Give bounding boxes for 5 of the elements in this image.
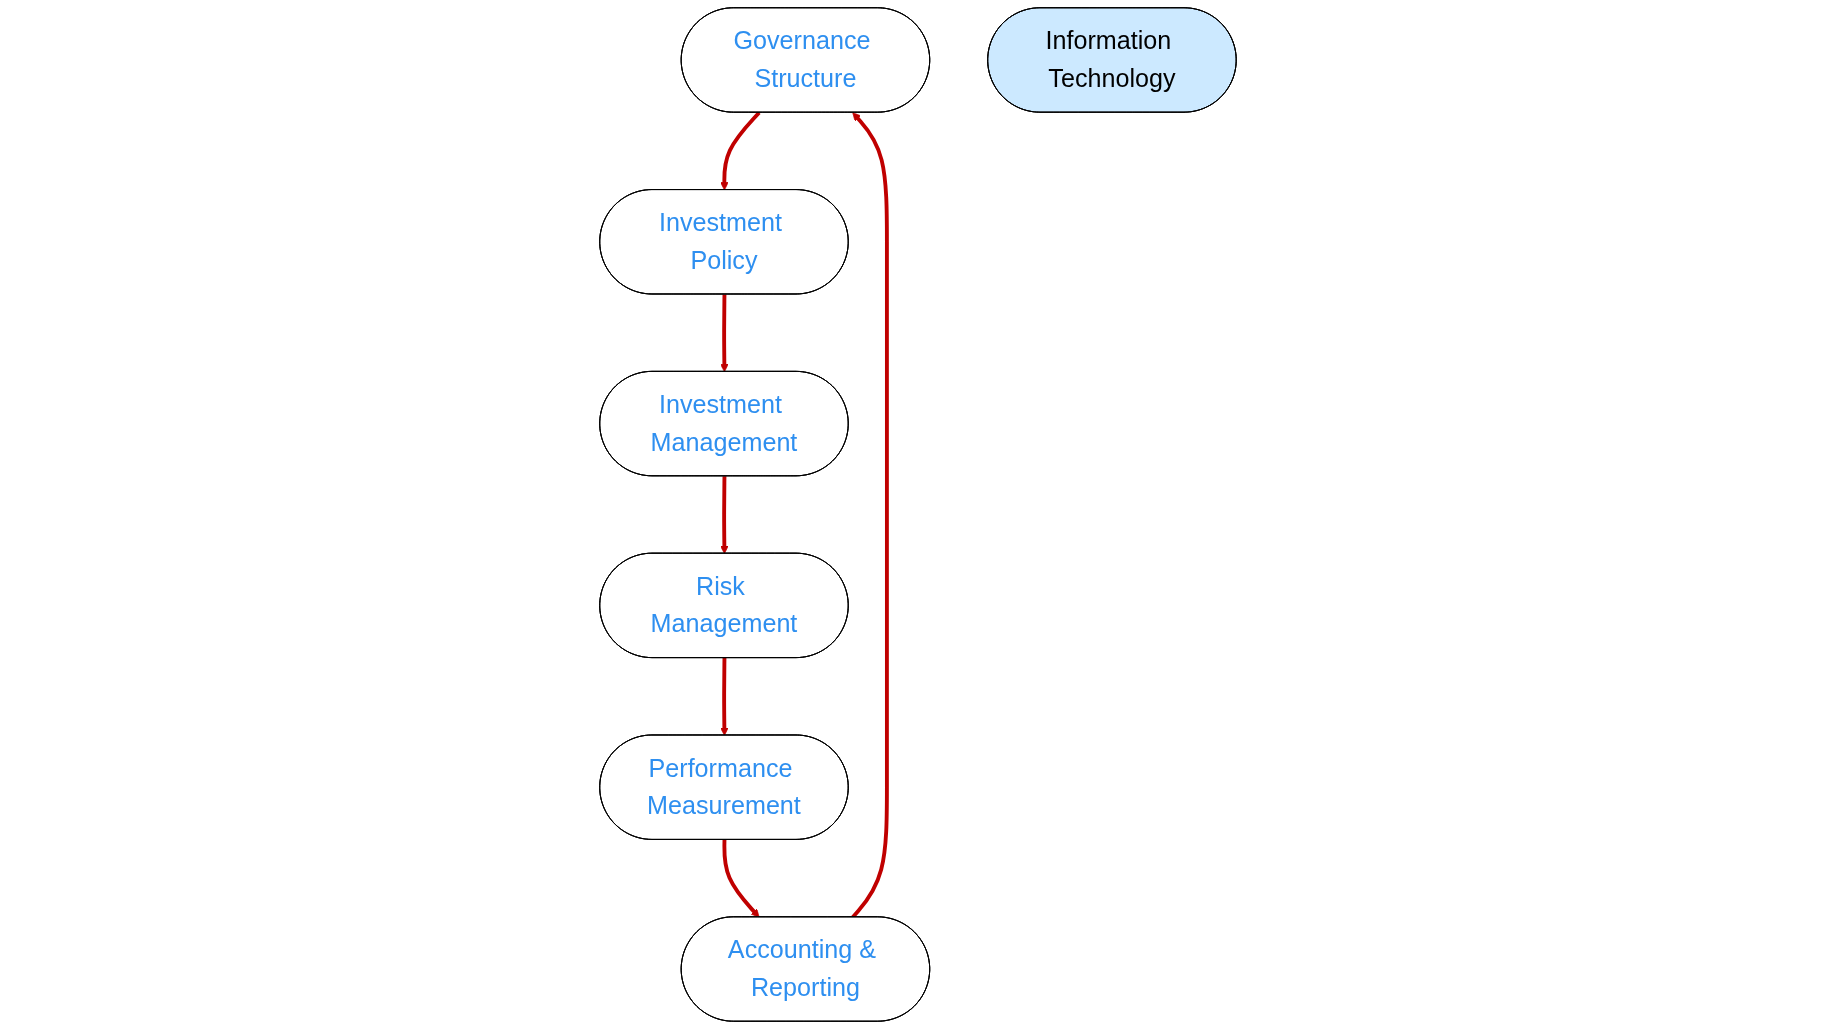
arrow (719, 294, 729, 373)
arrow (719, 476, 729, 555)
arrow (719, 111, 761, 191)
arrow (719, 658, 729, 736)
arrow (721, 839, 760, 918)
